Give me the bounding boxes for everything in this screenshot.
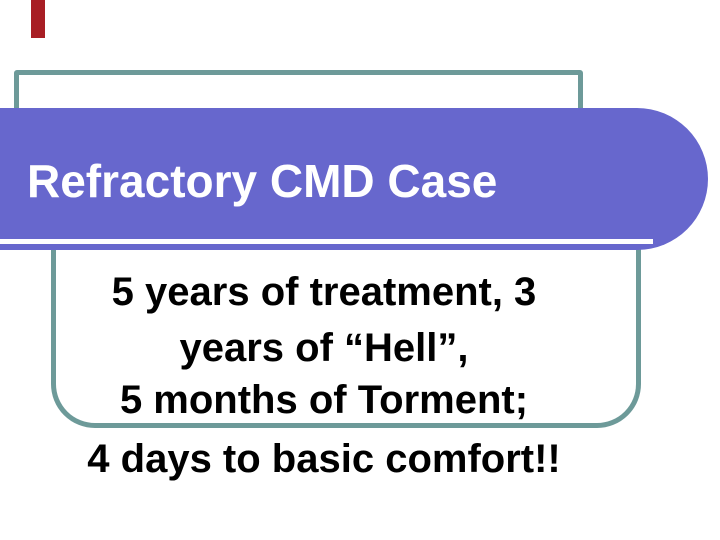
body-line: 4 days to basic comfort!!: [87, 437, 561, 481]
body-line: years of “Hell”,: [179, 326, 469, 370]
title-underline-rule: [0, 239, 653, 244]
body-line: 5 years of treatment, 3: [111, 270, 537, 314]
slide-body: 5 years of treatment, 3 years of “Hell”,…: [30, 264, 618, 485]
title-banner: [0, 108, 708, 250]
body-line: 5 months of Torment;: [119, 378, 529, 422]
red-accent-bar: [31, 0, 45, 38]
slide-title: Refractory CMD Case: [27, 155, 498, 207]
